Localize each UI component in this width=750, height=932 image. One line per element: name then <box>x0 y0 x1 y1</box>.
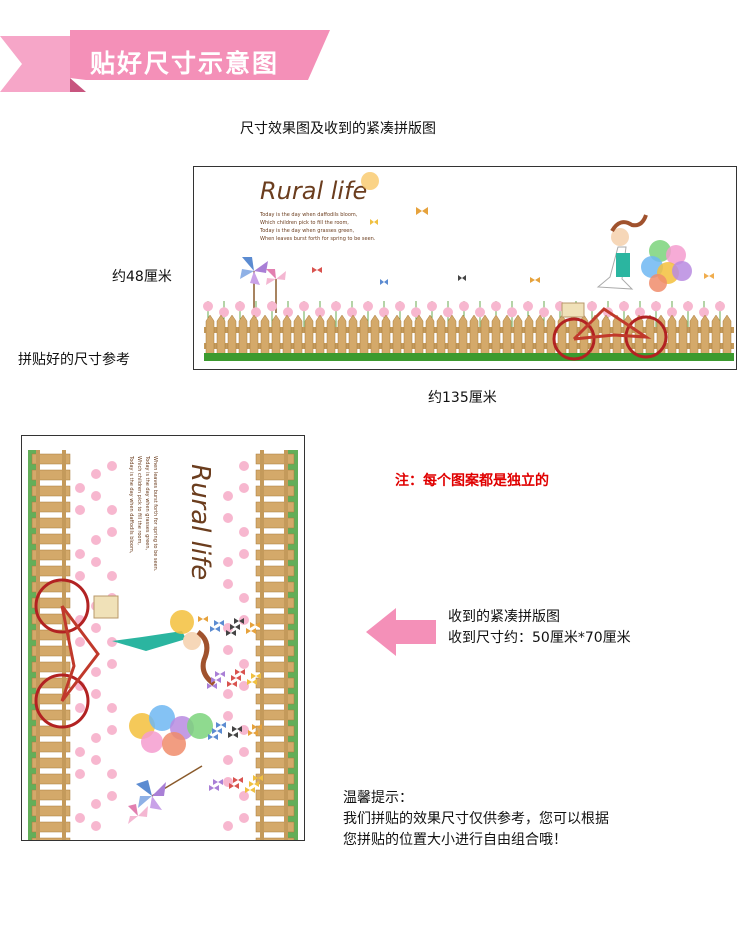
poem-line: When leaves burst forth for spring to be… <box>260 236 376 242</box>
width-size-label: 约135厘米 <box>428 390 497 406</box>
poem-line: When leaves burst forth for spring to be… <box>152 456 158 572</box>
poem-line: Today is the day when daffodils bloom, <box>259 212 358 218</box>
header-ribbon <box>0 30 330 92</box>
packed-size: 收到尺寸约：50厘米*70厘米 <box>448 630 631 646</box>
tips-title: 温馨提示： <box>343 790 413 806</box>
poem-line: Today is the day when daffodils bloom, <box>128 455 134 554</box>
packed-layout-image: Rural life Today is the day when daffodi… <box>21 435 305 841</box>
preview-title: Rural life <box>260 177 367 205</box>
poem-line: Today is the day when grasses green, <box>259 228 355 234</box>
sticker-preview-image: Rural life Today is the day when daffodi… <box>193 166 737 370</box>
arrow-left-icon <box>366 608 436 656</box>
reference-label: 拼贴好的尺寸参考 <box>18 352 130 368</box>
packed-title: 收到的紧凑拼版图 <box>448 609 560 625</box>
tips-line: 您拼贴的位置大小进行自由组合哦！ <box>343 832 567 848</box>
poem-line: Today is the day when grasses green, <box>144 455 150 551</box>
tips-section: 温馨提示： 我们拼贴的效果尺寸仅供参考，您可以根据 您拼贴的位置大小进行自由组合… <box>343 788 609 851</box>
packed-size-label: 收到的紧凑拼版图 收到尺寸约：50厘米*70厘米 <box>448 607 631 649</box>
height-size-label: 约48厘米 <box>112 269 172 285</box>
poem-line: Which children pick to fill the room, <box>260 220 349 226</box>
page-title: 贴好尺寸示意图 <box>90 49 280 78</box>
tips-line: 我们拼贴的效果尺寸仅供参考，您可以根据 <box>343 811 609 827</box>
layout-title: Rural life <box>185 464 215 580</box>
poem-line: Which children pick to fill the room, <box>136 456 142 545</box>
independent-note: 注：每个图案都是独立的 <box>395 473 549 489</box>
result-caption: 尺寸效果图及收到的紧凑拼版图 <box>240 121 436 137</box>
